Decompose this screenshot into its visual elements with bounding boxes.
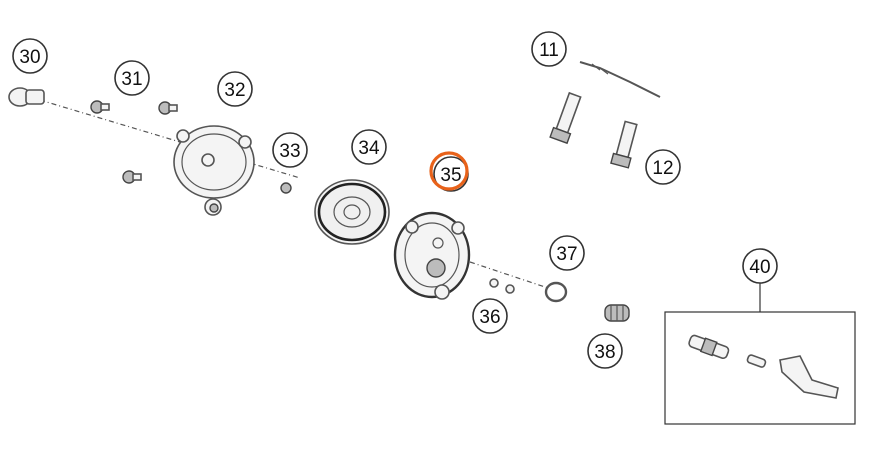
callout-12: 12 (645, 149, 681, 185)
part-12-bolts (549, 91, 638, 169)
part-35-housing (393, 211, 471, 300)
assembly-axis-line-2 (469, 261, 549, 289)
callout-38: 38 (587, 333, 623, 369)
callout-36: 36 (472, 298, 508, 334)
svg-text:11: 11 (539, 40, 559, 61)
svg-text:31: 31 (121, 69, 142, 90)
svg-text:40: 40 (749, 257, 770, 278)
svg-text:30: 30 (19, 47, 40, 68)
part-40-kit-box (664, 283, 856, 425)
part-31-screws (90, 100, 178, 184)
part-32-cover (173, 125, 255, 216)
callout-40: 40 (742, 248, 778, 284)
part-38-spring (604, 304, 630, 322)
svg-text:37: 37 (556, 244, 577, 265)
svg-text:33: 33 (279, 141, 300, 162)
part-33-nut (280, 182, 292, 194)
svg-text:36: 36 (479, 307, 500, 328)
callout-35-highlight-ring (429, 151, 469, 191)
callout-35: 35 (429, 151, 469, 192)
callout-30: 30 (12, 38, 48, 74)
part-30-plug (8, 87, 45, 107)
callout-32: 32 (217, 71, 253, 107)
svg-text:38: 38 (594, 342, 615, 363)
kit-bracket (779, 355, 839, 399)
callout-34: 34 (351, 129, 387, 165)
callout-11: 11 (531, 31, 567, 67)
svg-text:12: 12 (652, 158, 673, 179)
part-37-oring (544, 281, 568, 303)
part-36-balls (489, 278, 515, 294)
svg-text:35: 35 (440, 165, 461, 186)
part-11-wire (579, 61, 661, 98)
svg-text:34: 34 (358, 138, 380, 159)
svg-text:32: 32 (224, 80, 245, 101)
assembly-axis-line (39, 99, 301, 179)
callout-31: 31 (114, 60, 150, 96)
kit-box-frame (664, 311, 856, 425)
part-34-diaphragm (314, 179, 390, 245)
callout-33: 33 (272, 132, 308, 168)
callout-37: 37 (549, 235, 585, 271)
kit-pin (746, 354, 767, 368)
kit-valve (688, 334, 730, 359)
